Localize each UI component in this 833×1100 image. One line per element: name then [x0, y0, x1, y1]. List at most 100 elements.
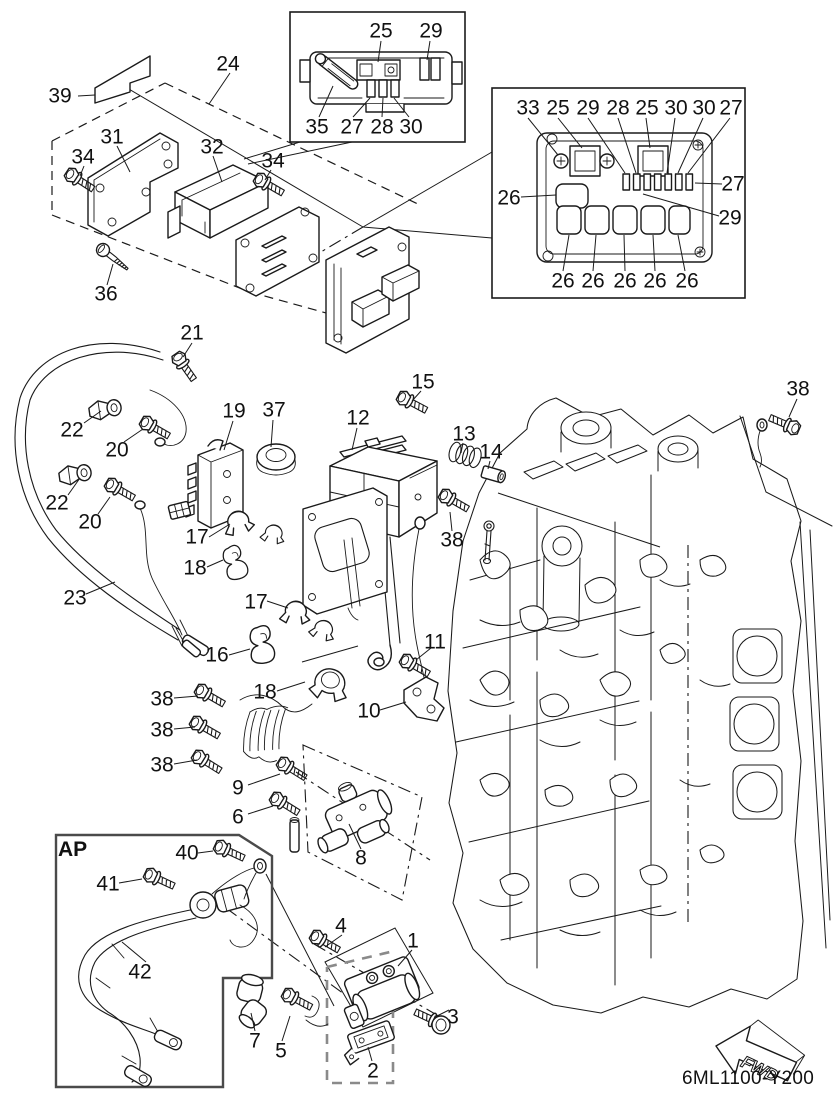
callout-9: 9 — [232, 776, 244, 800]
collar-14 — [480, 465, 507, 484]
callout-6: 6 — [232, 805, 244, 829]
callout-12: 12 — [346, 406, 370, 430]
callout-11: 11 — [424, 630, 446, 654]
clamp-17b-mate — [307, 615, 340, 645]
callout-26: 26 — [643, 269, 667, 293]
ap-box-label: AP — [58, 838, 88, 861]
spacer-tube — [289, 817, 300, 853]
fuse-slot-row — [622, 173, 694, 191]
harness-retainer — [243, 705, 289, 763]
cover-32 — [167, 164, 269, 239]
callout-27: 27 — [721, 172, 745, 196]
battery-cable-23 — [14, 342, 210, 657]
relay-blocks — [553, 145, 669, 177]
clamp-18a — [221, 543, 250, 582]
callout-16: 16 — [205, 643, 229, 667]
clamp-16 — [247, 624, 278, 665]
callout-20: 20 — [105, 438, 129, 462]
harness-wire — [239, 694, 313, 713]
spring-13 — [448, 441, 482, 469]
callout-14: 14 — [479, 440, 503, 464]
callout-8: 8 — [355, 846, 367, 870]
fuse-29 — [419, 57, 441, 81]
connector-sockets — [555, 183, 691, 235]
callout-31: 31 — [100, 125, 124, 149]
callout-26: 26 — [675, 269, 699, 293]
callout-13: 13 — [452, 422, 476, 446]
bracket-12-assembly — [302, 435, 438, 671]
ap-box — [54, 833, 274, 1089]
callout-25: 25 — [546, 96, 570, 120]
bolt-3-head — [431, 1015, 451, 1035]
callout-17: 17 — [185, 525, 209, 549]
callout-1: 1 — [407, 929, 419, 953]
pump-assembly-8 — [317, 782, 393, 854]
fusebox-body-left — [235, 206, 320, 297]
fuse-puller — [314, 53, 359, 90]
callout-5: 5 — [275, 1039, 287, 1063]
callout-17: 17 — [244, 590, 268, 614]
callout-38: 38 — [150, 718, 174, 742]
callout-35: 35 — [305, 115, 329, 139]
wire-with-ring — [149, 389, 187, 447]
fuse-cover-inset — [289, 11, 466, 143]
callout-29: 29 — [576, 96, 600, 120]
callout-33: 33 — [516, 96, 540, 120]
callout-36: 36 — [94, 282, 118, 306]
engine-block — [447, 397, 831, 1014]
battery-terminal-22a — [87, 397, 124, 422]
callout-41: 41 — [96, 872, 120, 896]
fwd-arrow: FWD — [715, 1019, 806, 1086]
wire-clip — [304, 995, 329, 1027]
callout-30: 30 — [664, 96, 688, 120]
callout-28: 28 — [370, 115, 394, 139]
fusebox-body-right — [325, 226, 420, 354]
callout-10: 10 — [357, 699, 381, 723]
callout-18: 18 — [183, 556, 207, 580]
callout-34: 34 — [261, 149, 285, 173]
callout-26: 26 — [581, 269, 605, 293]
bolt-38-top-right — [739, 410, 833, 527]
callout-27: 27 — [719, 96, 743, 120]
callout-18: 18 — [253, 680, 277, 704]
callout-37: 37 — [262, 398, 286, 422]
main-fuse — [356, 59, 401, 81]
clamp-17a-mate — [258, 521, 289, 547]
callout-23: 23 — [63, 586, 87, 610]
small-fuses — [366, 79, 400, 98]
callout-29: 29 — [718, 206, 742, 230]
clamp-18b — [306, 664, 352, 705]
pin-link — [482, 520, 495, 565]
plate-39 — [94, 55, 151, 104]
battery-terminal-22b — [57, 462, 94, 487]
callout-22: 22 — [60, 418, 84, 442]
part-code: 6ML1100-Y200 — [682, 1068, 815, 1089]
battery-cables-42 — [78, 858, 267, 1088]
lead-wire-22b — [134, 500, 202, 658]
callout-39: 39 — [48, 84, 72, 108]
callout-40: 40 — [175, 841, 199, 865]
bracket-10 — [403, 676, 445, 722]
callout-26: 26 — [551, 269, 575, 293]
callout-32: 32 — [200, 135, 224, 159]
callout-3: 3 — [447, 1005, 459, 1029]
callout-38: 38 — [150, 687, 174, 711]
elbow-fitting-7 — [236, 973, 268, 1029]
callout-25: 25 — [369, 19, 393, 43]
callout-28: 28 — [606, 96, 630, 120]
callout-26: 26 — [497, 186, 521, 210]
callout-22: 22 — [45, 491, 69, 515]
callout-30: 30 — [399, 115, 423, 139]
callout-19: 19 — [222, 399, 246, 423]
callout-34: 34 — [71, 145, 95, 169]
callout-26: 26 — [613, 269, 637, 293]
grommet-37 — [256, 443, 296, 476]
starter-relay-19 — [167, 439, 244, 529]
callout-29: 29 — [419, 19, 443, 43]
callout-38: 38 — [786, 377, 810, 401]
fuse-2 — [343, 1020, 395, 1066]
callout-7: 7 — [249, 1029, 261, 1053]
leader-lines — [67, 40, 798, 1062]
starter-relay-1 — [343, 956, 421, 1029]
